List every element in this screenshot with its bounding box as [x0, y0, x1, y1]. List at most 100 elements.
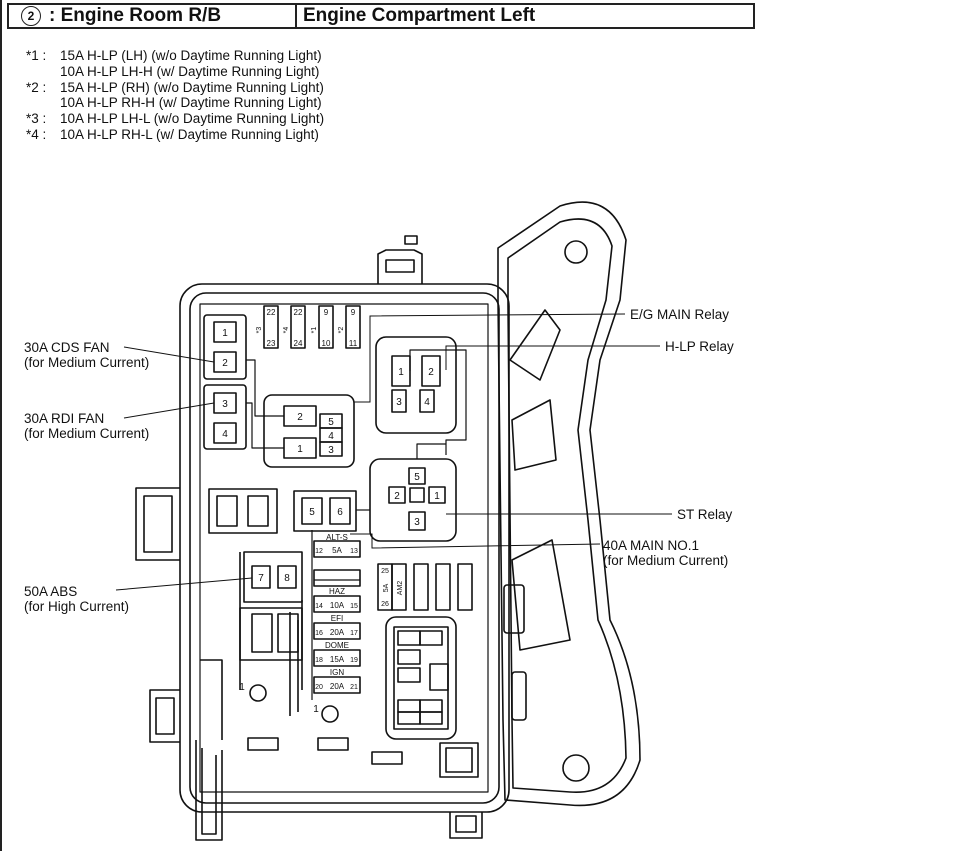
header-table: 2 : Engine Room R/B Engine Compartment L…: [7, 3, 755, 29]
mounting-bracket-inner: [507, 218, 627, 793]
bus-line: [246, 359, 284, 417]
page-left-border: [0, 0, 2, 851]
relay-block-inner-shell: [189, 292, 500, 804]
top-fuse-top-num: 9: [324, 308, 329, 317]
note-line: 15A H-LP (RH) (w/o Daytime Running Light…: [60, 79, 324, 95]
bottom-latch: [449, 812, 483, 839]
spare-fuse: [413, 563, 429, 611]
mini-fuse-holder: [313, 622, 361, 640]
leader-eg-main: [354, 313, 626, 403]
note-marker: *2 :: [26, 79, 47, 95]
spare-relay-housing: [208, 488, 278, 534]
mini-fuse-holder: [313, 540, 361, 558]
relay-block-inner-floor: [199, 303, 489, 793]
am2-top-num: 25: [381, 568, 389, 575]
callout-text: 40A MAIN NO.1: [603, 538, 700, 553]
main-slot-label: 6: [337, 507, 343, 518]
top-latch-slot: [385, 259, 415, 273]
mini-fuse-amp: 15A: [330, 655, 345, 664]
main-slot-5: [301, 497, 323, 525]
top-latch: [377, 249, 423, 284]
cartridge-slot: [397, 649, 421, 665]
spare-slot: [251, 613, 273, 653]
mini-fuse-left: 16: [315, 630, 323, 637]
leader-hlp: [445, 345, 660, 370]
bracket-cutout: [509, 309, 561, 381]
eg-relay-pin-label: 5: [328, 417, 334, 428]
mini-fuse-right: 17: [350, 630, 358, 637]
mini-fuse-right: 21: [350, 684, 358, 691]
st-relay-pin-3: [408, 511, 426, 531]
am2-bottom-num: 26: [381, 601, 389, 608]
st-relay-center: [409, 487, 425, 503]
fusible-slot-label: 4: [222, 429, 228, 440]
am2-fuse-body: [391, 563, 407, 611]
ground-rail-left: [200, 659, 223, 740]
top-fuse-mark: *2: [338, 327, 345, 334]
top-fuse-body: [263, 305, 279, 349]
cartridge-block: [385, 616, 457, 740]
ground-bolt: [249, 684, 267, 702]
abs-holder: [243, 551, 303, 603]
st-relay-pin-label: 3: [414, 517, 420, 528]
mini-fuse-holder: [313, 595, 361, 613]
hlp-relay-pin-4: [419, 389, 435, 413]
spare-slot: [216, 495, 238, 527]
bottom-left-latch: [149, 689, 180, 743]
top-fuse-body: [318, 305, 334, 349]
note-marker: *4 :: [26, 126, 47, 142]
callout-text: 30A RDI FAN: [24, 411, 105, 426]
callout-text: ST Relay: [677, 507, 733, 522]
top-fuse-mark: *3: [256, 327, 263, 334]
bracket-side-clip: [503, 584, 525, 634]
top-fuse-mark: *1: [311, 327, 318, 334]
note-line: 15A H-LP (LH) (w/o Daytime Running Light…: [60, 48, 322, 63]
eg-relay-pin-label: 2: [297, 412, 303, 423]
top-fuse-bottom-num: 23: [267, 339, 276, 348]
cartridge-inner: [393, 626, 449, 730]
ground-label: 1: [313, 704, 319, 715]
leader-abs: [115, 577, 253, 591]
rdi-fan-holder: [203, 384, 247, 450]
note-marker: *1 :: [26, 48, 47, 63]
relay-block-outer-shell: [179, 283, 510, 813]
mini-fuse-right: 19: [350, 657, 358, 664]
header-subtitle-cell: Engine Compartment Left: [297, 5, 535, 27]
mounting-bracket-outline: [497, 201, 641, 807]
bottom-left-latch-slot: [155, 697, 175, 735]
mini-fuse-amp: 10A: [330, 601, 345, 610]
note-line: 10A H-LP RH-H (w/ Daytime Running Light): [60, 95, 322, 111]
mini-fuse-amp: 20A: [330, 682, 345, 691]
st-relay-pin-2: [388, 486, 406, 504]
cartridge-slot: [397, 667, 421, 683]
hlp-relay-pin-2: [421, 355, 441, 387]
note-row-2: *2 : 15A H-LP (RH) (w/o Daytime Running …: [26, 80, 324, 112]
fusible-slot-label: 1: [222, 328, 228, 339]
st-relay-pin-1: [428, 486, 446, 504]
mini-fuse-name: HAZ: [329, 587, 345, 596]
mini-fuse-left: 20: [315, 684, 323, 691]
note-marker: *3 :: [26, 111, 47, 127]
callout-text: H-LP Relay: [665, 339, 734, 354]
spare-fuse: [435, 563, 451, 611]
cds-fan-holder: [203, 314, 247, 380]
am2-name: AM2: [397, 581, 404, 596]
mini-fuse-holder: [313, 649, 361, 667]
callout-text: (for Medium Current): [24, 426, 150, 441]
bottom-left-hook: [195, 740, 223, 841]
cartridge-slot: [397, 699, 421, 713]
left-latch: [135, 487, 180, 561]
main-fusible-housing: [293, 490, 357, 532]
bracket-cutout: [511, 399, 557, 471]
spare-slot: [247, 495, 269, 527]
callout-text: (for High Current): [24, 599, 130, 614]
ground-bolt: [321, 705, 339, 723]
bottom-connector: [317, 737, 349, 751]
footnotes: *1 : 15A H-LP (LH) (w/o Daytime Running …: [26, 48, 324, 143]
top-fuse-bottom-num: 11: [349, 339, 358, 348]
top-fuse-body: [345, 305, 361, 349]
top-fuse-top-num: 22: [267, 308, 276, 317]
bottom-latch-slot: [455, 815, 477, 833]
ground-label: 1: [239, 682, 245, 693]
